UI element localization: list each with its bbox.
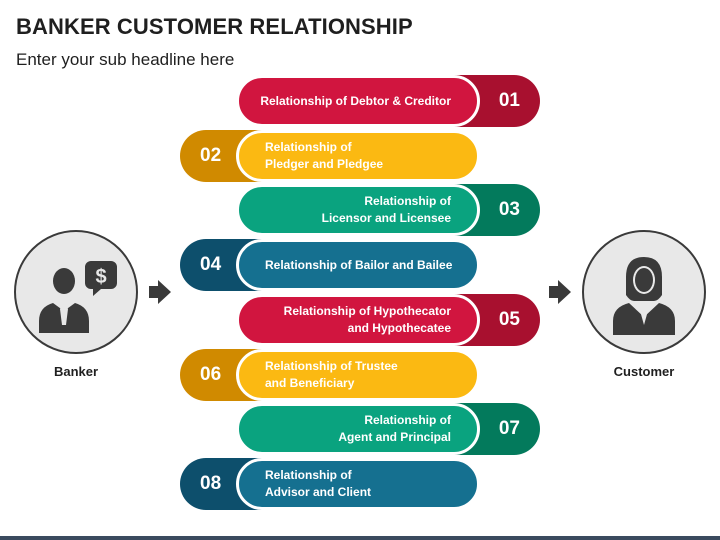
relationship-pill: Relationship of Debtor & Creditor bbox=[236, 75, 480, 127]
right-arrow-icon bbox=[549, 280, 571, 304]
relationship-pill: Relationship of Bailor and Bailee bbox=[236, 239, 480, 292]
svg-text:$: $ bbox=[95, 266, 106, 288]
page-title: BANKER CUSTOMER RELATIONSHIP bbox=[16, 14, 413, 39]
relationship-label: Relationship of Hypothecator and Hypothe… bbox=[283, 303, 451, 335]
right-arrow-icon bbox=[149, 280, 171, 304]
relationship-label: Relationship of Licensor and Licensee bbox=[321, 194, 451, 226]
footer-bar bbox=[0, 536, 720, 540]
relationship-label: Relationship of Advisor and Client bbox=[265, 467, 372, 499]
relationship-pill: Relationship of Advisor and Client bbox=[236, 457, 480, 510]
customer-circle bbox=[582, 230, 706, 354]
banker-label: Banker bbox=[53, 364, 99, 379]
relationship-label: Relationship of Debtor & Creditor bbox=[260, 93, 451, 108]
relationship-pill: Relationship of Agent and Principal bbox=[236, 403, 480, 456]
businesswoman-icon bbox=[613, 257, 675, 335]
relationship-pill: Relationship of Hypothecator and Hypothe… bbox=[236, 293, 480, 346]
relationship-pill: Relationship of Licensor and Licensee bbox=[236, 184, 480, 237]
relationship-label: Relationship of Agent and Principal bbox=[338, 413, 451, 445]
relationship-label: Relationship of Bailor and Bailee bbox=[265, 257, 453, 272]
banker-circle: $ bbox=[14, 230, 138, 354]
relationship-pill: Relationship of Trustee and Beneficiary bbox=[236, 348, 480, 401]
relationship-pill: Relationship of Pledger and Pledgee bbox=[236, 129, 480, 182]
relationship-label: Relationship of Trustee and Beneficiary bbox=[265, 358, 398, 390]
banker-with-dollar-icon: $ bbox=[39, 261, 117, 333]
page-subtitle: Enter your sub headline here bbox=[16, 50, 235, 69]
relationship-label: Relationship of Pledger and Pledgee bbox=[265, 139, 384, 171]
customer-label: Customer bbox=[613, 364, 675, 379]
